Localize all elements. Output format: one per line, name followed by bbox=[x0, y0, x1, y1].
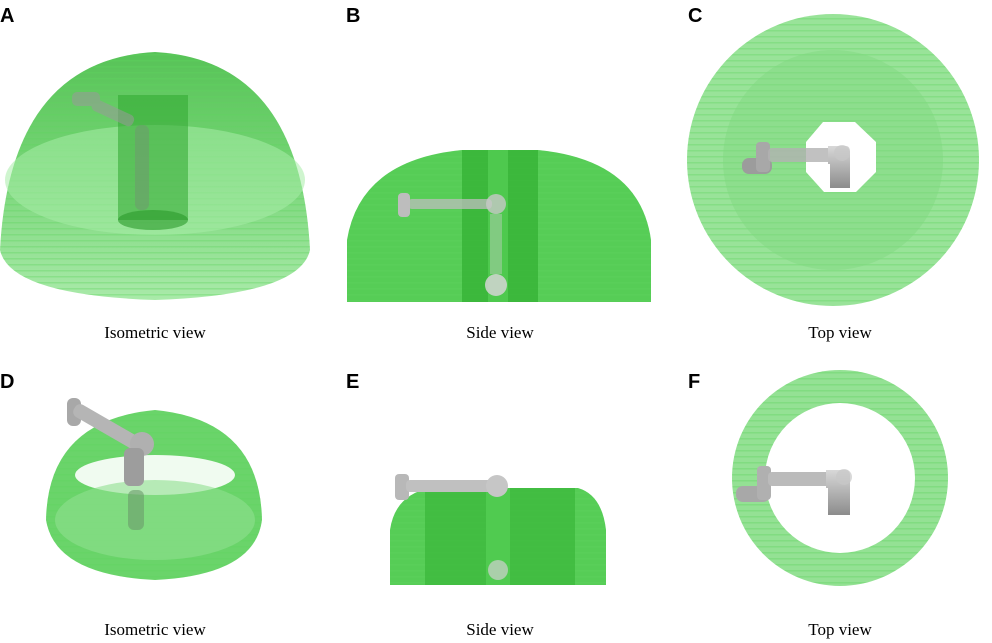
panel-c-graphic bbox=[687, 14, 979, 306]
panel-label-b: B bbox=[346, 5, 361, 27]
panel-label-e: E bbox=[346, 371, 360, 393]
panel-f-graphic bbox=[732, 370, 948, 586]
caption-a: Isometric view bbox=[104, 323, 206, 342]
caption-e: Side view bbox=[466, 620, 534, 639]
robot-arm-a bbox=[72, 92, 149, 210]
caption-f: Top view bbox=[808, 620, 872, 639]
robot-arm-f bbox=[736, 466, 852, 515]
panel-label-a: A bbox=[0, 5, 15, 27]
panel-a-graphic bbox=[0, 52, 310, 300]
robot-arm-c bbox=[742, 142, 850, 188]
robot-arm-d bbox=[67, 398, 154, 530]
panel-label-c: C bbox=[688, 5, 703, 27]
panel-label-d: D bbox=[0, 371, 15, 393]
panel-e-graphic bbox=[390, 474, 606, 585]
panel-b-graphic bbox=[347, 150, 651, 302]
robot-arm-b bbox=[398, 193, 507, 296]
panel-label-f: F bbox=[688, 371, 701, 393]
caption-d: Isometric view bbox=[104, 620, 206, 639]
caption-c: Top view bbox=[808, 323, 872, 342]
robot-arm-e bbox=[395, 474, 508, 580]
panel-d-graphic bbox=[46, 398, 262, 580]
caption-b: Side view bbox=[466, 323, 534, 342]
